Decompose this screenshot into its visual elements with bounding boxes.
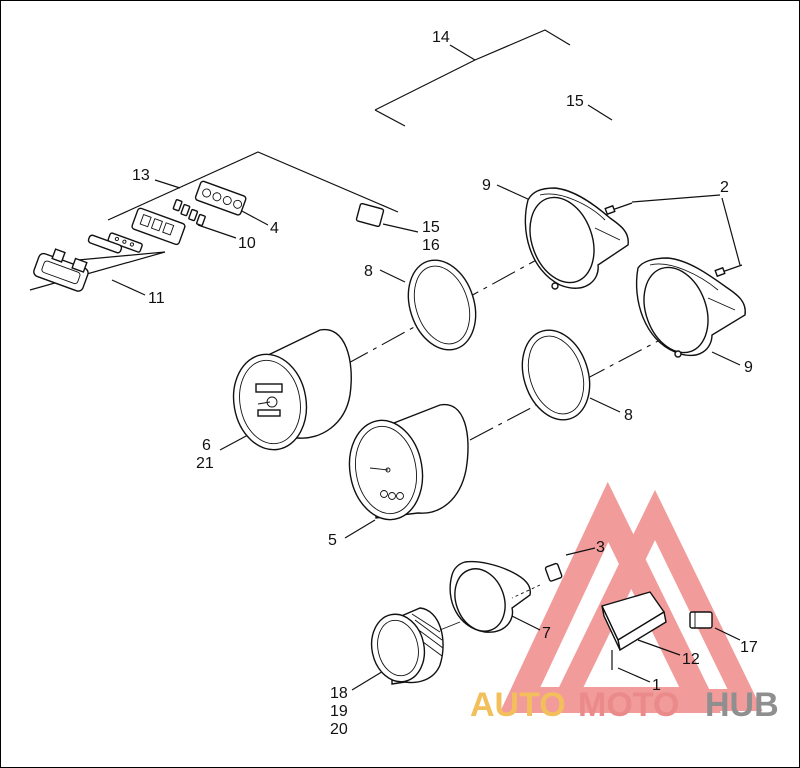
callout-11: 11	[148, 290, 165, 307]
gauge-speedometer	[232, 328, 352, 451]
callout-20: 20	[330, 721, 348, 738]
callout-labels: 14 15 13 15 16 4 10 11 9 2 8 9 8 6 21 5 …	[132, 29, 758, 738]
callout-15: 15	[422, 219, 440, 236]
callout-8-right: 8	[624, 407, 633, 424]
callout-18: 18	[330, 685, 348, 702]
callout-5: 5	[328, 532, 337, 549]
seal-ring-lower	[521, 329, 591, 421]
callout-6: 6	[202, 437, 211, 454]
callout-15-top: 15	[566, 93, 584, 110]
callout-7: 7	[542, 625, 551, 642]
housing-upper	[524, 187, 629, 290]
callout-17: 17	[740, 639, 758, 656]
callout-8-top: 8	[364, 263, 373, 280]
nut	[544, 562, 563, 582]
gauge-tachometer	[348, 403, 469, 521]
callout-9-right: 9	[744, 359, 753, 376]
callout-4: 4	[270, 220, 279, 237]
callout-1: 1	[652, 677, 661, 694]
screw-lower	[714, 264, 743, 278]
callout-14: 14	[432, 29, 450, 46]
nut-guide	[511, 584, 541, 599]
wiring-harness	[33, 180, 385, 292]
housing-lower	[635, 257, 746, 358]
callout-21: 21	[196, 455, 214, 472]
watermark-text: AUTO MOTO HUB	[470, 686, 779, 724]
callout-9-top: 9	[482, 177, 491, 194]
watermark-auto: AUTO	[470, 686, 566, 724]
callout-10: 10	[238, 235, 256, 252]
screw-upper	[604, 202, 633, 216]
seal-ring-upper	[407, 259, 477, 351]
control-module	[601, 591, 667, 670]
callout-13: 13	[132, 167, 150, 184]
callout-16: 16	[422, 237, 440, 254]
alignment-lines	[344, 257, 661, 441]
watermark-hub: HUB	[705, 686, 779, 724]
gauge-small	[370, 607, 461, 685]
callout-3: 3	[596, 539, 605, 556]
callout-2: 2	[720, 179, 729, 196]
callout-12: 12	[682, 651, 700, 668]
callout-19: 19	[330, 703, 348, 720]
connector-small	[689, 611, 713, 629]
mounting-cup	[449, 560, 531, 633]
watermark-moto: MOTO	[578, 686, 679, 724]
